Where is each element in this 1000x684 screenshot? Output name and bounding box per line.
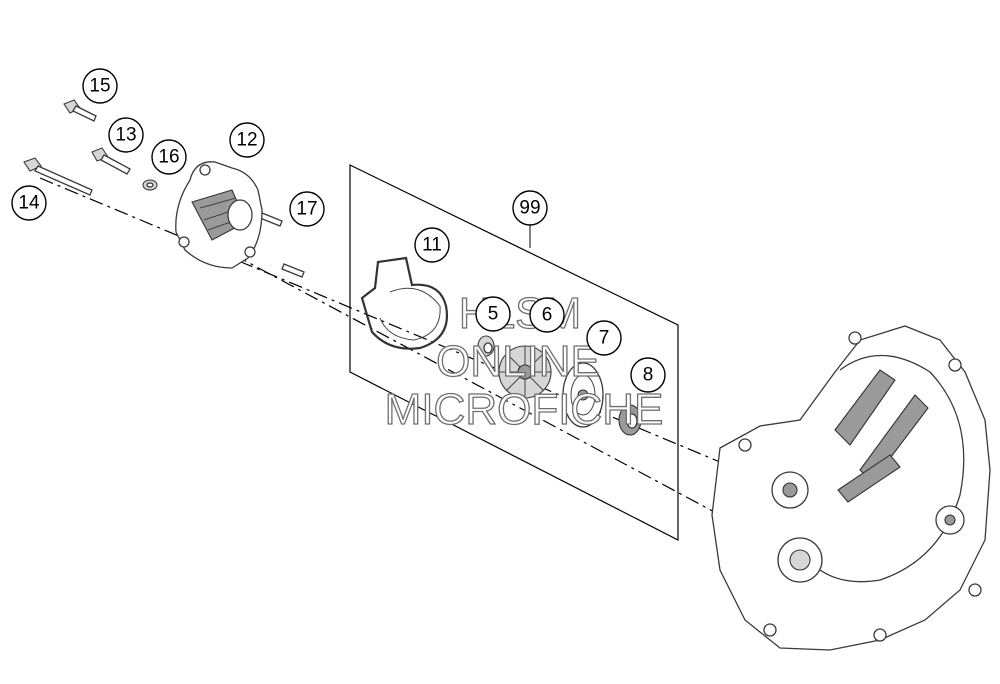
callout-8-label: 8: [643, 365, 654, 386]
pump-wheel-7: [562, 362, 604, 428]
callout-17-label: 17: [296, 199, 317, 220]
gasket-11: [360, 256, 449, 350]
bolt-15: [63, 99, 97, 122]
callout-7-label: 7: [599, 328, 610, 349]
callout-12: 12: [229, 122, 265, 158]
callout-8: 8: [630, 357, 666, 393]
callout-13-label: 13: [115, 125, 136, 146]
callout-14-label: 14: [18, 193, 40, 214]
callout-7: 7: [586, 320, 622, 356]
callout-5: 5: [475, 296, 511, 332]
callout-15-label: 15: [89, 76, 110, 97]
callout-16-label: 16: [158, 147, 179, 168]
callout-5-label: 5: [488, 304, 499, 325]
clutch-cover: [711, 325, 991, 651]
kit-99-outline: [349, 164, 679, 541]
impeller-6: [498, 345, 552, 399]
callout-12-label: 12: [236, 130, 257, 151]
dowel-pins-17: [259, 212, 305, 278]
callout-6: 6: [529, 297, 565, 333]
callout-6-label: 6: [542, 305, 553, 326]
watermark-line-3: MICROFICHE: [385, 385, 664, 434]
callout-16: 16: [151, 139, 187, 175]
watermark-line-2: ONLINE: [436, 337, 600, 386]
callout-14: 14: [11, 185, 47, 221]
watermark: HLSM ONLINE MICROFICHE: [384, 288, 664, 434]
callout-99: 99: [512, 190, 548, 226]
bolt-14: [23, 157, 93, 196]
bolt-13: [91, 147, 131, 175]
bearing-8: [618, 404, 642, 436]
water-pump-cover-12: [175, 161, 263, 269]
callout-11: 11: [414, 227, 450, 263]
seal-5: [477, 335, 495, 357]
callout-13: 13: [108, 117, 144, 153]
callout-11-label: 11: [422, 235, 442, 256]
callout-99-label: 99: [519, 198, 540, 219]
washer-16: [142, 179, 158, 191]
callout-15: 15: [82, 68, 118, 104]
callout-17: 17: [289, 191, 325, 227]
assembly-axis-lines: [39, 177, 721, 516]
